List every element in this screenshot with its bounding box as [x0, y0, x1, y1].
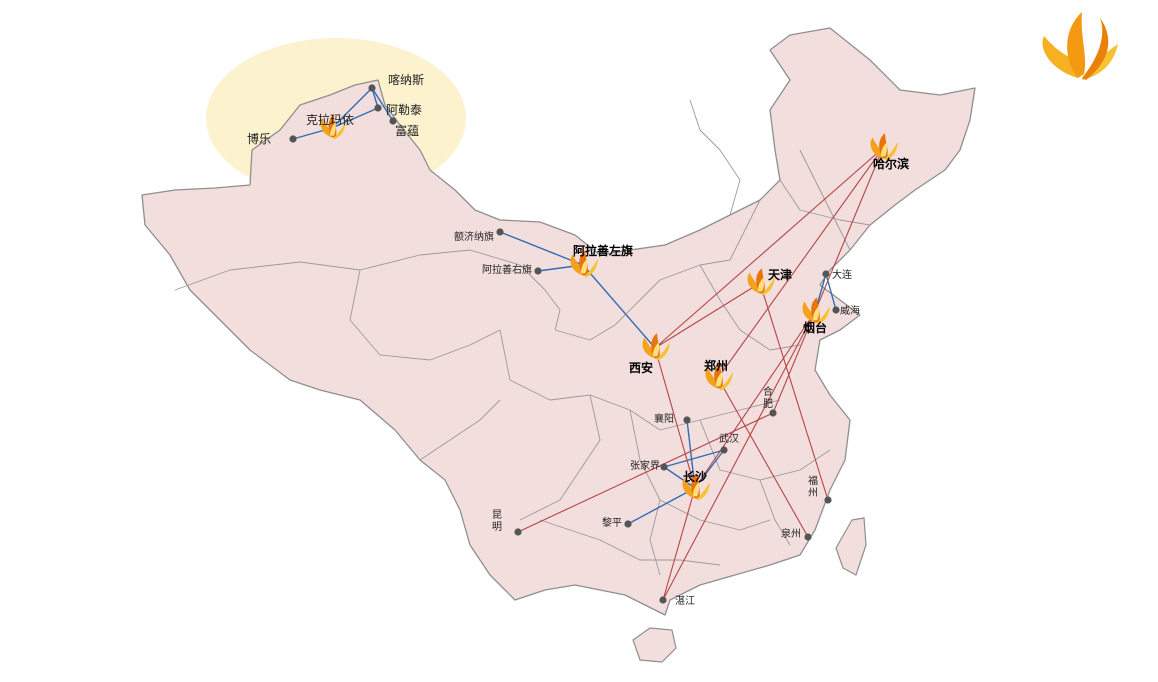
city-dot [660, 463, 668, 471]
flame-logo-icon [1042, 12, 1118, 80]
routes-layer [292, 87, 884, 601]
route-line-changsha-zhanjiang [662, 487, 696, 601]
city-label-tianjin: 天津 [768, 267, 792, 282]
route-line-xian-changsha [654, 347, 696, 489]
city-dot [822, 270, 830, 278]
city-dot [514, 528, 522, 536]
route-line-alashanzuo-xian [582, 264, 656, 349]
city-label-xiangyang: 襄阳 [654, 412, 674, 425]
city-dot [683, 416, 691, 424]
route-line-kanasi-fuyun [371, 87, 394, 122]
city-label-bole: 博乐 [247, 131, 271, 146]
route-line-changsha-zhangjiajie [663, 466, 696, 489]
city-label-yantai: 烟台 [803, 320, 827, 335]
city-dot [824, 496, 832, 504]
flame-icon [802, 297, 830, 325]
city-label-hefei: 合肥 [763, 385, 773, 410]
city-label-quanzhou: 泉州 [781, 527, 801, 540]
city-label-aletai: 阿勒泰 [386, 103, 422, 117]
city-dot [832, 306, 840, 314]
province-borders [174, 99, 871, 576]
route-line-kelamayi-aletai [331, 107, 379, 129]
city-label-kelamayi: 克拉玛依 [306, 112, 354, 127]
city-label-alashanyou: 阿拉善右旗 [482, 263, 532, 276]
route-line-kunming-hefei [517, 412, 774, 533]
city-label-kunming: 昆明 [492, 509, 502, 533]
route-line-kelamayi-kanasi [331, 87, 373, 129]
flame-icon [570, 250, 598, 278]
route-line-harbin-hefei [772, 147, 884, 414]
flame-icon [682, 473, 710, 501]
city-label-zhangjiajie: 张家界 [630, 459, 660, 472]
flame-icon [642, 333, 670, 361]
route-line-alashanzuo-ejina [499, 231, 584, 266]
city-dot [804, 533, 812, 541]
city-label-fuyun: 富蕴 [395, 123, 419, 138]
city-label-changsha: 长沙 [683, 469, 707, 484]
route-line-xian-harbin [654, 147, 884, 349]
flame-icon [747, 268, 775, 296]
route-line-harbin-zhengzhou [717, 147, 884, 379]
flame-icon [870, 133, 898, 161]
city-label-dalian: 大连 [832, 268, 852, 281]
city-label-zhanjiang: 湛江 [675, 595, 695, 607]
flame-icon [705, 363, 733, 391]
route-line-changsha-xiangyang [686, 419, 696, 489]
city-label-zhengzhou: 郑州 [704, 358, 728, 373]
city-dot [374, 104, 382, 112]
city-dot [720, 446, 728, 454]
route-line-zhengzhou-quanzhou [717, 377, 809, 538]
city-label-kanasi: 喀纳斯 [388, 73, 424, 87]
city-dot [769, 409, 777, 417]
city-dot [389, 117, 397, 125]
city-dot [289, 135, 297, 143]
route-line-yantai-changsha [694, 311, 816, 489]
route-line-changsha-liping [627, 487, 696, 525]
route-line-tianjin-fuzhou [759, 282, 829, 501]
city-dot [624, 520, 632, 528]
city-label-harbin: 哈尔滨 [873, 156, 909, 171]
city-label-liping: 黎平 [602, 516, 622, 529]
route-line-yantai-zhanjiang [662, 311, 816, 601]
city-label-xian: 西安 [629, 360, 653, 375]
city-dot [496, 228, 504, 236]
flame-icon [320, 114, 346, 140]
cities-layer [289, 84, 898, 604]
city-label-wuhan: 武汉 [719, 432, 739, 445]
hainan-island [632, 627, 677, 663]
city-dot [368, 84, 376, 92]
route-line-zhangjiajie-wuhan [663, 449, 725, 468]
city-label-ejina: 额济纳旗 [454, 230, 494, 243]
city-label-weihai: 威海 [840, 304, 860, 317]
city-label-fuzhou: 福州 [808, 474, 818, 499]
taiwan-island [835, 517, 867, 576]
route-line-xian-tianjin [654, 282, 761, 349]
city-dot [534, 267, 542, 275]
city-dot [659, 596, 667, 604]
city-label-alashanzuo: 阿拉善左旗 [573, 243, 633, 258]
